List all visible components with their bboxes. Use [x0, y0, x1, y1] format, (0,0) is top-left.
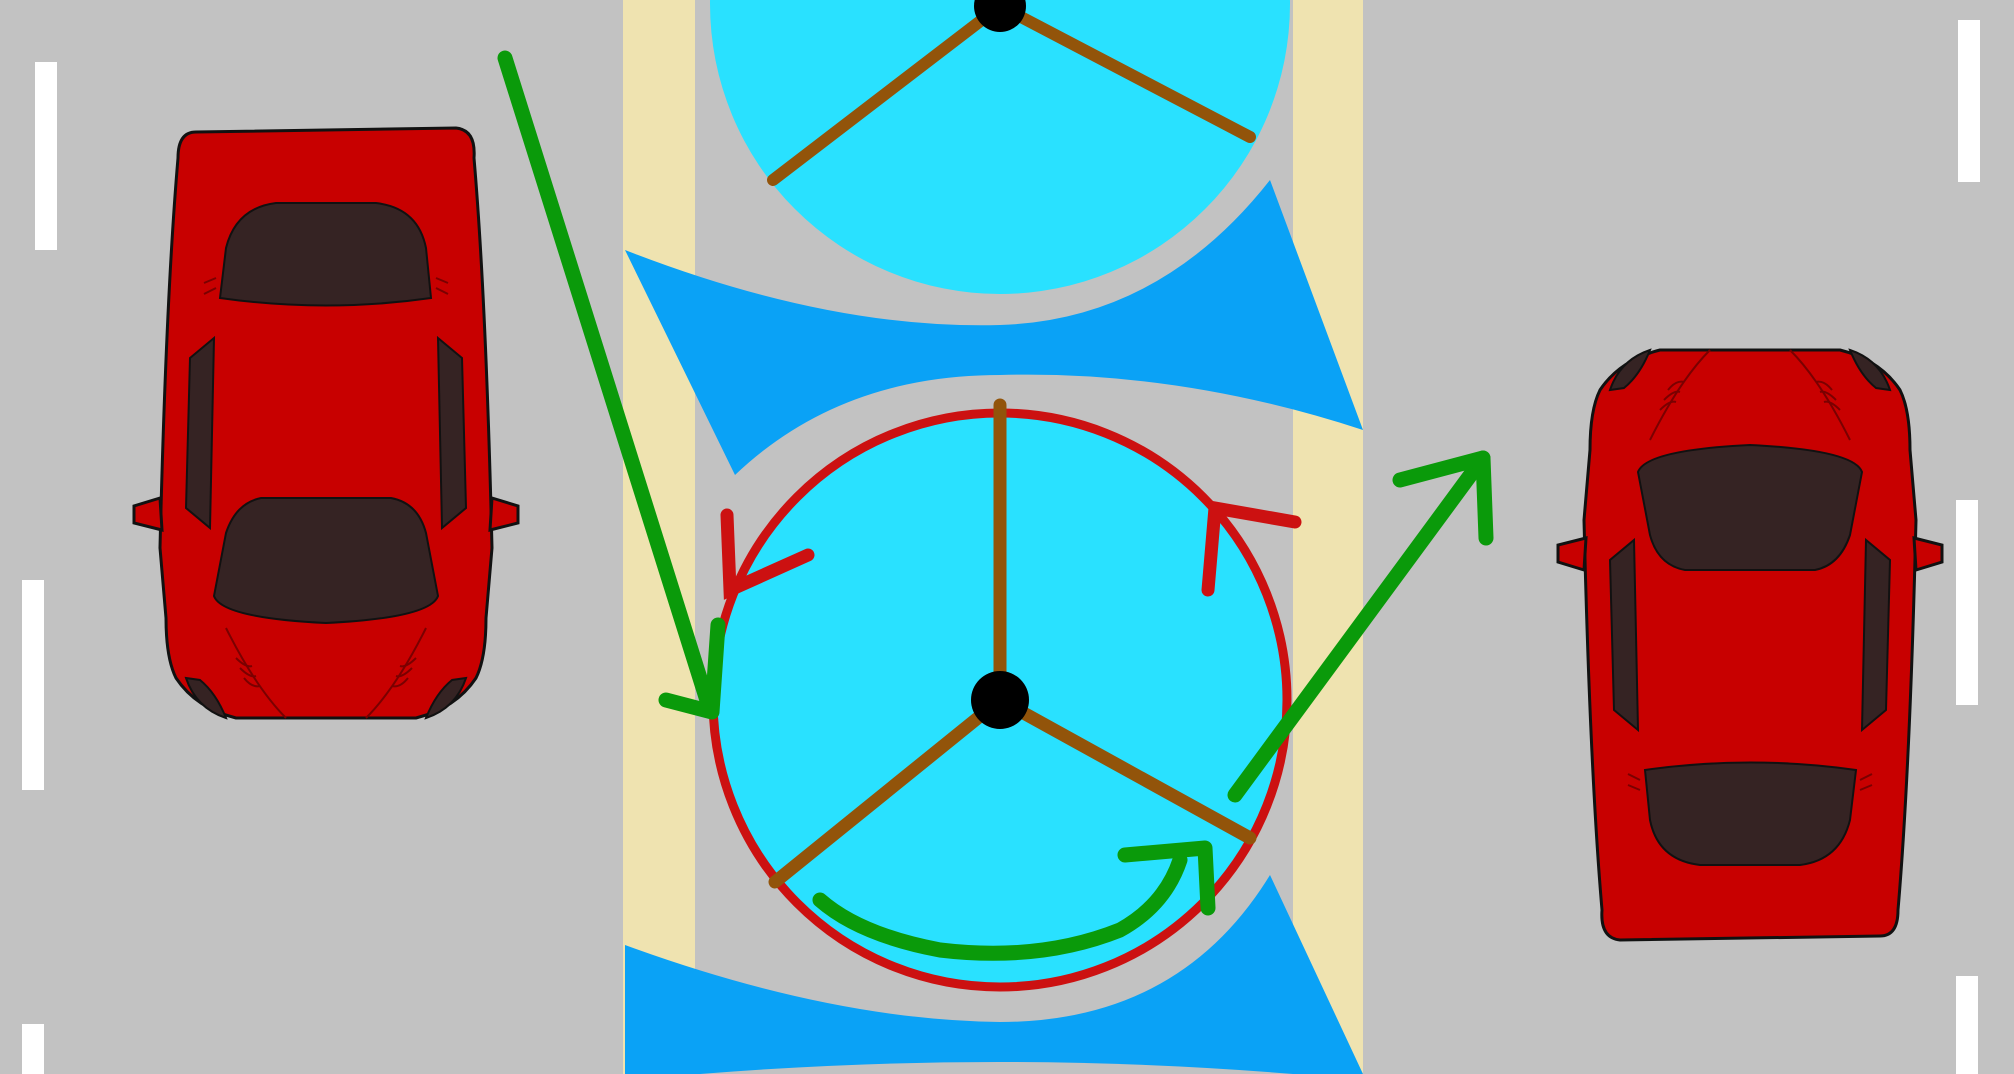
upper-hub [974, 0, 1026, 32]
lane-markings [22, 20, 1980, 1074]
upper-door-arms [767, 0, 1256, 186]
right-car-icon [1556, 348, 1944, 942]
upper-shadow-wedge [625, 180, 1363, 475]
lower-gap [700, 1062, 1293, 1074]
left-car-icon [132, 126, 520, 720]
upper-door-floor [710, 0, 1290, 294]
rotation-arrow-icons [720, 500, 1302, 600]
lower-shadow-wedge [625, 875, 1363, 1074]
door-hub [971, 671, 1029, 729]
movement-arrows [497, 50, 1494, 961]
door-arms [768, 398, 1257, 889]
sidewalk-right [1293, 0, 1363, 1074]
